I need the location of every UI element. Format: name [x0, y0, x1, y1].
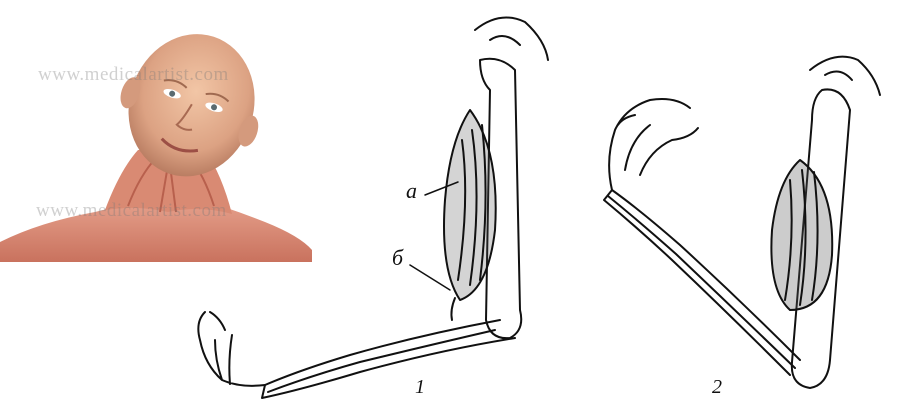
label-tendon-b: б — [392, 247, 403, 269]
figure-number-2: 2 — [712, 377, 722, 397]
arm-figure-1-extended — [198, 18, 548, 399]
figure-number-1: 1 — [415, 377, 425, 397]
label-muscle-a: а — [406, 180, 417, 202]
arm-figure-2-flexed — [604, 57, 880, 388]
